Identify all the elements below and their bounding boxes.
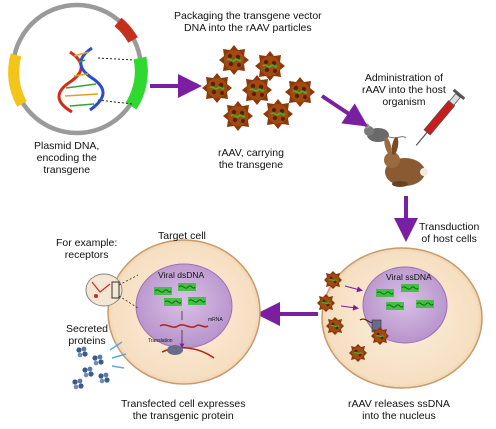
label-translation: Translation [148, 338, 173, 344]
mouse-icon [364, 123, 407, 142]
receptor-icon [85, 273, 139, 309]
label-secreted-line-1: Secreted [66, 323, 109, 335]
label-transduction: Transduction of host cells [419, 221, 479, 245]
syringe-icon [415, 88, 466, 146]
label-for-example-line-1: For example: [56, 237, 118, 249]
label-target-cell: Target cell [158, 230, 206, 242]
label-viral-dsdna: Viral dsDNA [158, 270, 205, 280]
label-plasmid-line-3: transgene [43, 164, 91, 176]
label-raav-line-2: the transgene [218, 159, 284, 171]
target-cell [107, 239, 261, 385]
label-releases-line-1: rAAV releases ssDNA [348, 398, 450, 410]
label-raav: rAAV, carrying the transgene [218, 147, 284, 171]
label-secreted-line-2: proteins [68, 335, 106, 347]
label-secreted: Secreted proteins [66, 323, 108, 347]
label-transfected-line-2: the transgenic protein [132, 410, 234, 422]
label-raav-line-1: rAAV, carrying [218, 147, 284, 159]
label-transduction-line-1: Transduction [419, 221, 480, 233]
label-administration-line-2: rAAV into the host [362, 84, 446, 96]
label-administration: Administration of rAAV into the host org… [362, 72, 446, 108]
label-releases-line-2: into the nucleus [362, 410, 436, 422]
label-packaging-line-2: DNA into the rAAV particles [184, 22, 312, 34]
label-administration-line-1: Administration of [364, 72, 444, 84]
label-administration-line-3: organism [382, 96, 426, 108]
label-packaging-line-1: Packaging the transgene vector [174, 10, 322, 22]
process-arrows [150, 74, 418, 326]
label-for-example: For example: receptors [56, 237, 117, 261]
plasmid-icon [8, 2, 148, 136]
dna-helix-icon [57, 46, 105, 114]
raav-cluster [201, 44, 316, 132]
label-transfected: Transfected cell expresses the transgeni… [121, 398, 246, 422]
label-plasmid: Plasmid DNA, encoding the transgene [34, 140, 99, 176]
label-plasmid-line-2: encoding the [36, 152, 97, 164]
rabbit-icon [384, 137, 428, 187]
label-for-example-line-2: receptors [64, 249, 109, 261]
host-cell [316, 247, 483, 389]
label-transfected-line-1: Transfected cell expresses [121, 398, 246, 410]
secreted-proteins [72, 341, 127, 390]
label-mrna: mRNA [208, 317, 223, 323]
label-plasmid-line-1: Plasmid DNA, [34, 140, 100, 152]
label-packaging: Packaging the transgene vector DNA into … [174, 10, 322, 34]
label-releases: rAAV releases ssDNA into the nucleus [348, 398, 450, 422]
label-viral-ssdna: Viral ssDNA [386, 272, 432, 282]
label-transduction-line-2: of host cells [421, 233, 477, 245]
